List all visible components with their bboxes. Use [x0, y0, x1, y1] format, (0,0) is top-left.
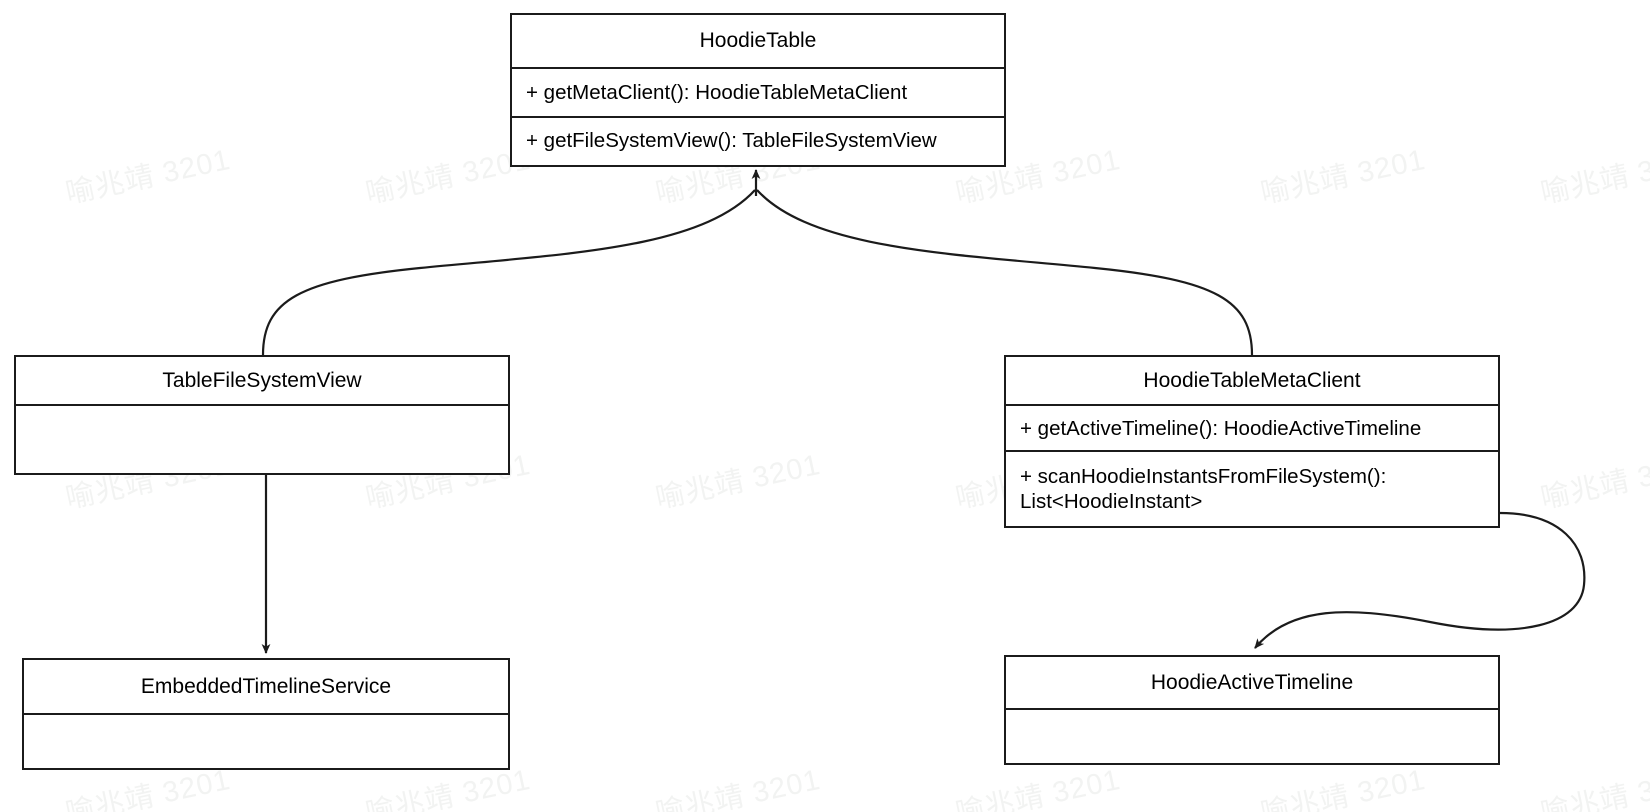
watermark-text: 喻兆靖 3201 — [62, 143, 234, 211]
class-member-embedded-timeline-service-0 — [24, 715, 508, 768]
watermark-text: 喻兆靖 3201 — [1537, 763, 1650, 812]
class-box-hoodie-active-timeline[interactable]: HoodieActiveTimeline — [1004, 655, 1500, 765]
edge-tablefilesystemview-to-hoodietable — [261, 189, 756, 356]
watermark-text: 喻兆靖 3201 — [652, 763, 824, 812]
class-name-hoodie-table: HoodieTable — [512, 15, 1004, 69]
class-box-hoodie-table-meta-client[interactable]: HoodieTableMetaClient + getActiveTimelin… — [1004, 355, 1500, 528]
class-name-table-file-system-view: TableFileSystemView — [16, 357, 508, 406]
class-box-embedded-timeline-service[interactable]: EmbeddedTimelineService — [22, 658, 510, 770]
edge-hoodietablemetaclient-to-hoodieactivetimeline — [1254, 511, 1586, 649]
class-name-embedded-timeline-service: EmbeddedTimelineService — [24, 660, 508, 715]
class-member-hoodie-active-timeline-0 — [1006, 710, 1498, 763]
watermark-text: 喻兆靖 3201 — [1537, 143, 1650, 211]
watermark-text: 喻兆靖 3201 — [1257, 143, 1429, 211]
watermark-text: 喻兆靖 3201 — [362, 143, 534, 211]
class-member-hoodie-table-meta-client-0: + getActiveTimeline(): HoodieActiveTimel… — [1020, 416, 1422, 440]
class-member-table-file-system-view-0 — [16, 406, 508, 473]
watermark-text: 喻兆靖 3201 — [652, 448, 824, 516]
edge-hoodietablemetaclient-to-hoodietable — [756, 189, 1254, 356]
class-name-hoodie-table-meta-client: HoodieTableMetaClient — [1006, 357, 1498, 406]
class-name-hoodie-active-timeline: HoodieActiveTimeline — [1006, 657, 1498, 710]
class-box-table-file-system-view[interactable]: TableFileSystemView — [14, 355, 510, 475]
class-member-hoodie-table-meta-client-1: + scanHoodieInstantsFromFileSystem(): Li… — [1006, 450, 1498, 526]
watermark-text: 喻兆靖 3201 — [1537, 448, 1650, 516]
class-member-hoodie-table-1: + getFileSystemView(): TableFileSystemVi… — [512, 116, 1004, 163]
class-box-hoodie-table[interactable]: HoodieTable + getMetaClient(): HoodieTab… — [510, 13, 1006, 167]
class-member-hoodie-table-0: + getMetaClient(): HoodieTableMetaClient — [526, 81, 908, 104]
